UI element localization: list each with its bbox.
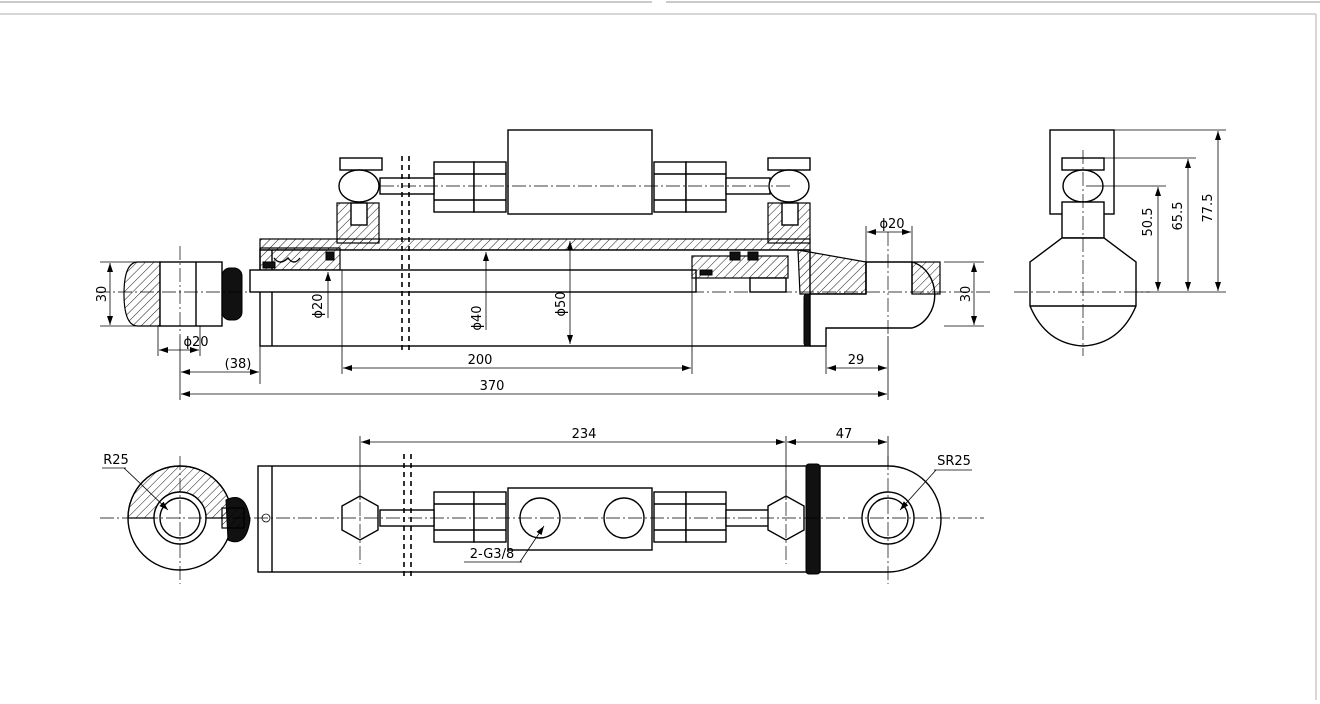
clevis-left-body	[159, 261, 223, 327]
fitting-right-inner	[653, 161, 687, 213]
banjo-fitting-left	[336, 157, 383, 244]
front-view: 30 ϕ20 (38) ϕ20 ϕ40 ϕ50 200 370 29	[95, 129, 990, 400]
piston-rod	[249, 269, 697, 293]
manifold-top	[507, 487, 653, 551]
dim-phi20-right: ϕ20	[879, 217, 904, 232]
dim-234: 234	[572, 427, 597, 442]
dim-phi20-left: ϕ20	[183, 335, 208, 350]
fitting-left-inner	[473, 161, 507, 213]
rod-eye-right-top	[819, 465, 942, 573]
manifold-block	[507, 129, 653, 215]
dim-30-right: 30	[959, 286, 974, 303]
clevis-left-section	[123, 261, 161, 327]
dim-30-left: 30	[95, 286, 110, 303]
dim-29: 29	[848, 353, 865, 368]
dim-phi20-rod: ϕ20	[311, 293, 326, 318]
dim-R25: R25	[103, 453, 129, 468]
rubber-seal-right-top	[805, 463, 821, 575]
dim-phi40: ϕ40	[470, 305, 485, 330]
cylinder-wall-top	[259, 238, 811, 251]
dim-SR25: SR25	[937, 454, 971, 469]
fitting-right-outer	[685, 161, 727, 213]
dim-ports: 2-G3/8	[470, 547, 514, 562]
dim-65-5: 65.5	[1171, 202, 1186, 231]
top-view: R25 SR25 2-G3/8 234 47	[100, 427, 984, 584]
side-view: 50.5 65.5 77.5	[1014, 129, 1226, 356]
dim-phi50: ϕ50	[554, 291, 569, 316]
dim-77-5: 77.5	[1201, 194, 1216, 223]
dim-47: 47	[836, 427, 853, 442]
dim-38: (38)	[225, 357, 252, 372]
dim-200: 200	[468, 353, 493, 368]
fitting-left-outer	[433, 161, 475, 213]
dim-370: 370	[480, 379, 505, 394]
dim-50-5: 50.5	[1141, 208, 1156, 237]
rubber-seal-left	[221, 267, 243, 321]
port-2	[603, 497, 645, 539]
banjo-fitting-right	[767, 157, 811, 244]
